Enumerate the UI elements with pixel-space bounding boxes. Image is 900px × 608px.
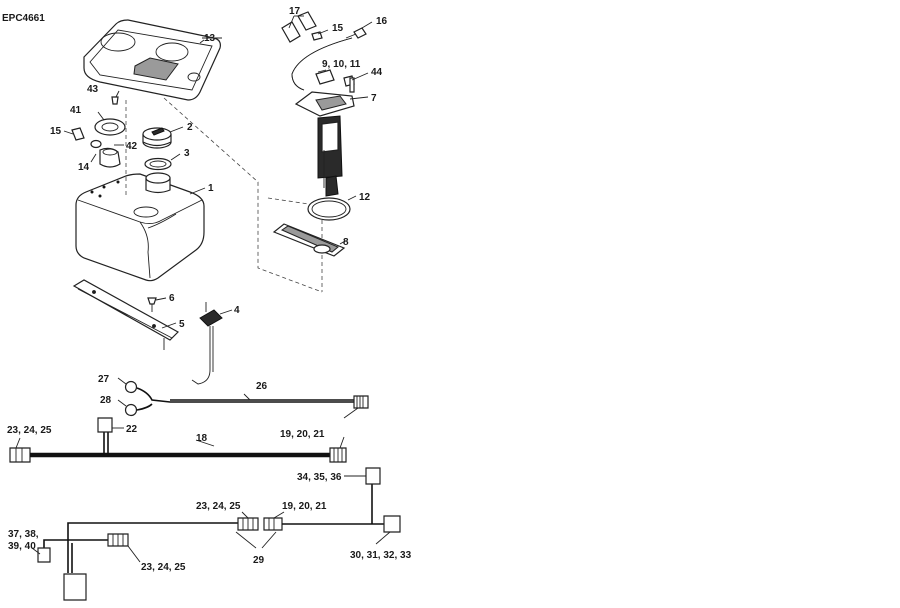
callout-23-24-25-top: 23, 24, 25 bbox=[7, 425, 52, 436]
tank-strap-part bbox=[72, 279, 179, 350]
callout-12: 12 bbox=[359, 192, 371, 203]
fuel-tank-part bbox=[75, 172, 205, 282]
callout-labels: 13 2 3 1 43 41 15 42 14 4 6 5 7 8 12 9, … bbox=[7, 6, 412, 573]
callout-8: 8 bbox=[343, 237, 349, 248]
callout-41: 41 bbox=[70, 105, 82, 116]
gasket-ring-part bbox=[94, 118, 126, 136]
pump-plate-part bbox=[272, 223, 346, 257]
vent-pin-part bbox=[349, 77, 355, 93]
clip-part bbox=[311, 31, 323, 41]
grommet-part bbox=[71, 127, 85, 141]
callout-22: 22 bbox=[126, 424, 138, 435]
callout-42: 42 bbox=[126, 141, 138, 152]
callout-29: 29 bbox=[253, 555, 265, 566]
callout-23-24-25-bottom: 23, 24, 25 bbox=[141, 562, 186, 573]
callout-23-24-25-mid: 23, 24, 25 bbox=[196, 501, 241, 512]
callout-43: 43 bbox=[87, 84, 99, 95]
callout-7: 7 bbox=[371, 93, 377, 104]
callout-3: 3 bbox=[184, 148, 190, 159]
callout-4: 4 bbox=[234, 305, 240, 316]
callout-26: 26 bbox=[256, 381, 268, 392]
callout-2: 2 bbox=[187, 122, 193, 133]
callout-19-20-21-mid: 19, 20, 21 bbox=[282, 501, 327, 512]
lower-harness bbox=[37, 467, 401, 601]
callout-13: 13 bbox=[204, 33, 216, 44]
callout-1: 1 bbox=[208, 183, 214, 194]
strap-screw-part bbox=[147, 297, 157, 312]
callout-16: 16 bbox=[376, 16, 388, 27]
valve-part bbox=[90, 139, 121, 168]
pump-seal-part bbox=[307, 197, 351, 221]
callout-6: 6 bbox=[169, 293, 175, 304]
leader-lines bbox=[15, 15, 391, 563]
callout-28: 28 bbox=[100, 395, 112, 406]
fuel-pump-connector-part bbox=[281, 11, 317, 43]
fuel-pump-module-part bbox=[291, 37, 355, 197]
callout-30-31-32-33: 30, 31, 32, 33 bbox=[350, 550, 412, 561]
harness-18 bbox=[9, 417, 347, 463]
harness-26 bbox=[124, 380, 369, 417]
callout-19-20-21-top: 19, 20, 21 bbox=[280, 429, 325, 440]
diagram-id-label: EPC4661 bbox=[2, 13, 45, 24]
callout-39-40: 39, 40 bbox=[8, 541, 36, 552]
hose-fitting-part bbox=[345, 27, 367, 39]
callout-44: 44 bbox=[371, 67, 383, 78]
callout-37-38: 37, 38, bbox=[8, 529, 39, 540]
callout-15-right: 15 bbox=[332, 23, 344, 34]
filler-seal-part bbox=[144, 157, 172, 171]
fuel-sender-part bbox=[191, 302, 223, 385]
callout-5: 5 bbox=[179, 319, 185, 330]
callout-9-10-11: 9, 10, 11 bbox=[322, 59, 361, 70]
screw-part bbox=[111, 96, 119, 105]
callout-18: 18 bbox=[196, 433, 208, 444]
callout-14: 14 bbox=[78, 162, 90, 173]
callout-15-left: 15 bbox=[50, 126, 62, 137]
filler-cap-part bbox=[142, 127, 172, 149]
callout-27: 27 bbox=[98, 374, 110, 385]
callout-17: 17 bbox=[289, 6, 301, 17]
callout-34-35-36: 34, 35, 36 bbox=[297, 472, 342, 483]
tank-cover-part bbox=[83, 19, 221, 101]
